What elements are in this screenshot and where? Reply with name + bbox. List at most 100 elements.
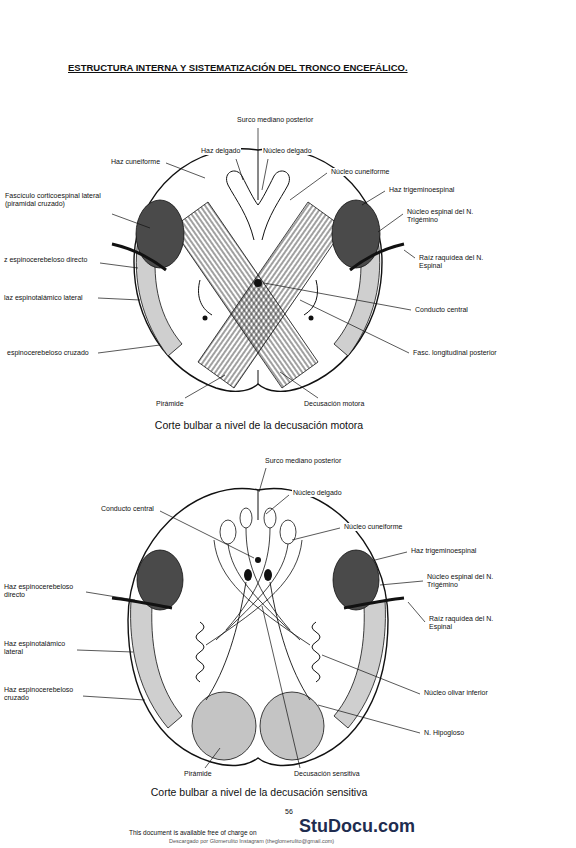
structure-label: Pirámide xyxy=(183,770,213,778)
inferior-olive xyxy=(312,622,320,682)
cuneate-nucleus xyxy=(220,520,236,544)
spinal-nerve-root xyxy=(112,244,166,270)
leader-line xyxy=(404,250,415,258)
figure-caption: Corte bulbar a nivel de la decusación mo… xyxy=(58,419,460,431)
anterior-horn xyxy=(199,280,213,315)
structure-label: Raíz raquídea del N. Espinal xyxy=(428,615,510,631)
arcuate-fiber xyxy=(206,540,302,645)
structure-label: Núcleo delgado xyxy=(292,489,343,497)
leader-line xyxy=(262,159,268,190)
anterior-fissure xyxy=(258,370,259,384)
structure-label: N. Hipogloso xyxy=(423,729,465,737)
sensory-decussation-section xyxy=(112,489,404,766)
hypoglossal-nucleus xyxy=(264,569,272,581)
leader-line xyxy=(262,606,300,768)
page-title: ESTRUCTURA INTERNA Y SISTEMATIZACIÓN DEL… xyxy=(68,62,408,73)
leader-line xyxy=(100,263,138,268)
leader-line xyxy=(160,511,254,558)
structure-label: Haz trigeminoespinal xyxy=(388,186,455,194)
spinocerebellar-band xyxy=(131,600,182,728)
posterior-sulcus xyxy=(258,490,259,520)
cuneate-nucleus xyxy=(280,520,296,544)
anterior-horn xyxy=(304,280,318,315)
arcuate-fiber xyxy=(216,544,288,640)
leader-line xyxy=(82,696,145,700)
leader-line xyxy=(259,468,266,492)
trigeminal-nucleus xyxy=(332,200,380,268)
posterior-sulcus xyxy=(258,150,259,200)
leader-line xyxy=(380,581,423,585)
hypoglossal-nucleus xyxy=(244,569,252,581)
leader-line xyxy=(378,214,403,232)
trigeminal-nucleus xyxy=(137,550,183,610)
page-number: 56 xyxy=(284,808,294,816)
leader-line xyxy=(280,372,318,398)
leader-line xyxy=(77,650,133,652)
leader-line xyxy=(264,283,411,310)
spinal-nerve-root xyxy=(350,244,404,270)
watermark: Descargado por Glomerulito Instagram (th… xyxy=(168,838,335,844)
structure-label: Haz delgado xyxy=(200,147,241,155)
structure-label: Decusación sensitiva xyxy=(293,770,361,778)
structure-label: z espinocerebeloso directo xyxy=(3,256,88,264)
arcuate-fiber xyxy=(246,528,290,630)
corticospinal-tract xyxy=(136,200,184,268)
leader-line xyxy=(362,191,385,205)
leader-line xyxy=(185,375,225,398)
structure-label: Conducto central xyxy=(414,306,469,314)
pyramid xyxy=(260,692,324,760)
structure-label: Núcleo cuneiforme xyxy=(330,168,390,176)
structure-label: Pirámide xyxy=(155,400,185,408)
structure-label: Haz cuneiforme xyxy=(110,158,161,166)
figure-caption: Corte bulbar a nivel de la decusación se… xyxy=(58,786,460,798)
structure-label: Haz espinocerebeloso cruzado xyxy=(3,686,83,702)
structure-label: espinocerebeloso cruzado xyxy=(6,349,90,357)
hypoglossal-nerve xyxy=(206,582,246,700)
leader-line xyxy=(86,592,135,600)
motor-decussation-section xyxy=(112,149,404,392)
leader-line xyxy=(322,655,420,694)
mlf-dot xyxy=(203,316,208,321)
leader-line xyxy=(98,298,140,300)
decussation-band xyxy=(198,202,344,388)
structure-label: Fascículo corticoespinal lateral (pirami… xyxy=(4,192,126,208)
structure-label: Núcleo olivar inferior xyxy=(423,689,489,697)
medulla-outline xyxy=(134,149,382,392)
structure-label: Surco mediano posterior xyxy=(264,457,342,465)
structure-label: Haz trigeminoespinal xyxy=(410,547,477,555)
structure-label: Núcleo delgado xyxy=(262,147,313,155)
leader-line xyxy=(292,528,340,540)
structure-label: laz espinotalámico lateral xyxy=(3,294,84,302)
structure-label: Decusación motora xyxy=(303,400,365,408)
arcuate-fiber xyxy=(226,528,270,630)
watermark: This document is available free of charg… xyxy=(128,829,258,836)
structure-label: Surco mediano posterior xyxy=(236,116,314,124)
leader-line xyxy=(300,300,409,353)
pyramid xyxy=(192,692,256,760)
leader-line xyxy=(166,163,205,178)
leader-line xyxy=(205,748,220,768)
trigeminal-nucleus xyxy=(333,550,379,610)
structure-label: Núcleo espinal del N. Trigémino xyxy=(426,573,508,589)
structure-label: Haz espinocerebeloso directo xyxy=(3,583,85,599)
leader-line xyxy=(258,128,259,150)
structure-label: Núcleo espinal del N. Trigémino xyxy=(406,208,488,224)
watermark-logo: StuDocu.com xyxy=(298,816,416,837)
structure-label: Conducto central xyxy=(100,505,155,513)
spinocerebellar-band xyxy=(334,600,385,728)
central-canal xyxy=(254,279,262,287)
central-canal xyxy=(255,557,261,563)
leader-line xyxy=(375,552,407,560)
posterior-horn xyxy=(258,171,289,240)
inferior-olive xyxy=(196,622,204,682)
gracile-nucleus xyxy=(240,508,252,528)
posterior-horn xyxy=(227,171,258,240)
leader-line xyxy=(318,705,420,733)
leader-lines xyxy=(77,468,425,768)
structure-label: Núcleo cuneiforme xyxy=(343,523,403,531)
leader-line xyxy=(236,159,243,180)
arcuate-fibers xyxy=(206,528,310,645)
structure-label: Raíz raquídea del N. Espinal xyxy=(418,254,500,270)
